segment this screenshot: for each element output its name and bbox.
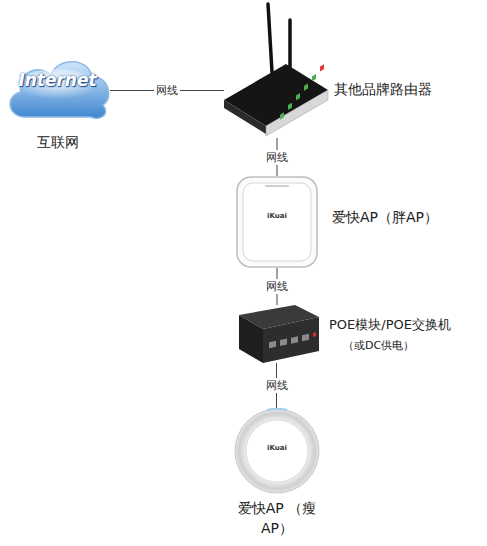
node-caption: 互联网: [5, 133, 110, 152]
edge-label: 网线: [264, 279, 290, 294]
cloud-label: Internet: [5, 69, 110, 92]
logo-text: iKuai: [257, 212, 297, 221]
edge-label: 网线: [264, 378, 290, 393]
fat-ap-device-outline: [236, 176, 318, 268]
logo-text: iKuai: [257, 444, 297, 453]
poe-switch: POE模块/POE交换机（或DC供电）: [233, 305, 319, 363]
node-caption: 爱快AP （瘦AP）: [232, 498, 322, 538]
router-device: 其他品牌路由器: [224, 60, 328, 138]
fat-ap-device: iKuai爱快AP（胖AP）: [236, 176, 318, 268]
node-caption: 爱快AP（胖AP）: [332, 208, 482, 227]
internet-cloud: Internet互联网: [5, 55, 110, 121]
edge-label: 网线: [264, 150, 290, 165]
node-caption: POE模块/POE交换机: [329, 316, 487, 334]
poe-switch-outline: [233, 305, 319, 363]
node-caption: 其他品牌路由器: [334, 80, 464, 99]
node-caption: （或DC供电）: [343, 339, 463, 354]
edge-label: 网线: [154, 83, 180, 98]
thin-ap-device: iKuai爱快AP （瘦AP）: [234, 408, 320, 494]
router-device-outline: [224, 60, 328, 138]
